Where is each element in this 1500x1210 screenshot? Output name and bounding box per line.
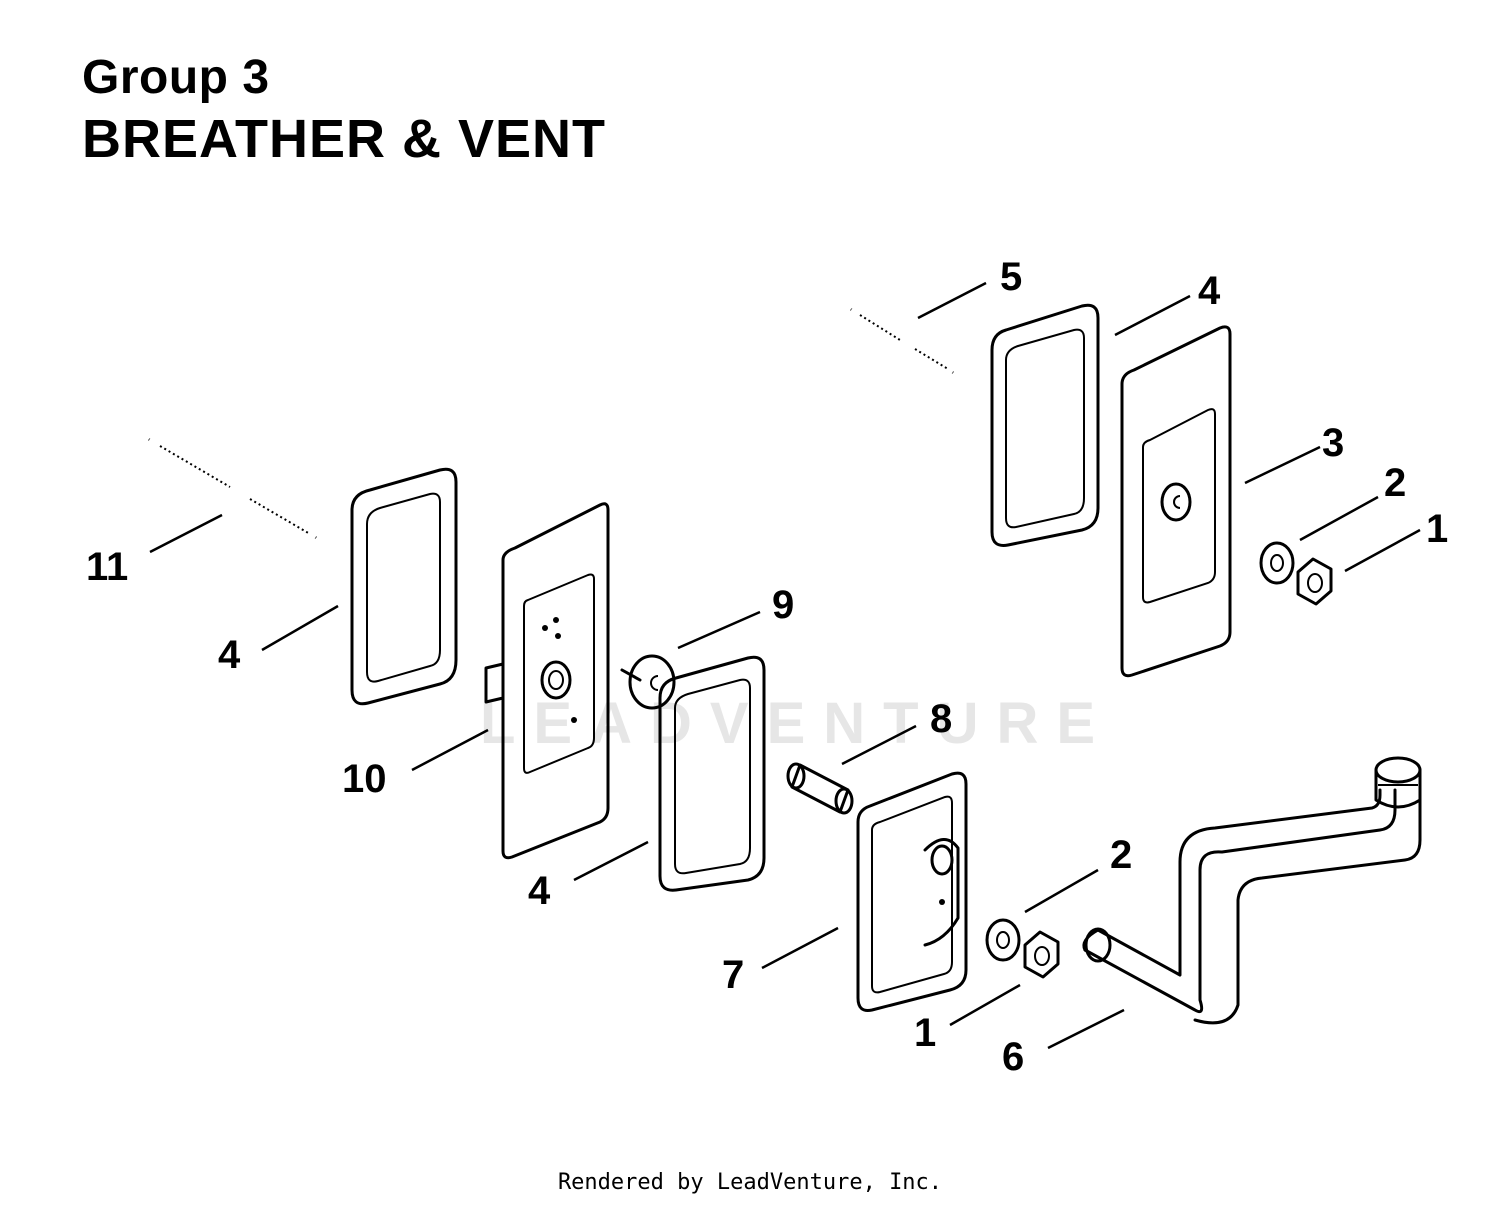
callout-7: 7 — [722, 953, 744, 997]
callout-9: 9 — [772, 583, 794, 627]
section-title: BREATHER & VENT — [82, 109, 607, 169]
stud-long-part — [148, 438, 317, 539]
callout-2-lower: 2 — [1110, 833, 1132, 877]
valve-disc-part — [620, 654, 676, 710]
leader-lines — [149, 281, 1421, 1050]
footer-credit: Rendered by LeadVenture, Inc. — [557, 1170, 943, 1195]
callout-4-center: 4 — [528, 869, 551, 913]
nut-lower-part — [1023, 930, 1060, 979]
callout-5: 5 — [1000, 255, 1022, 299]
gasket-center-part — [658, 655, 766, 892]
callout-2-upper: 2 — [1384, 461, 1406, 505]
sleeve-part — [786, 762, 854, 815]
callout-4-upper: 4 — [1198, 269, 1221, 313]
callout-11: 11 — [86, 545, 128, 589]
group-title: Group 3 — [82, 51, 270, 104]
breather-plate-part — [484, 502, 610, 860]
title-block: Group 3 BREATHER & VENT — [82, 48, 606, 170]
callout-10: 10 — [342, 757, 387, 801]
callout-4-left: 4 — [218, 633, 241, 677]
callout-1-upper: 1 — [1426, 507, 1448, 551]
callout-6: 6 — [1002, 1035, 1024, 1079]
stud-short-part — [850, 308, 954, 374]
washer-upper-part — [1259, 541, 1295, 585]
callout-3: 3 — [1322, 421, 1344, 465]
nut-upper-part — [1296, 557, 1333, 606]
washer-lower-part — [985, 918, 1021, 962]
gasket-upper-part — [990, 303, 1100, 547]
cover-plate-part — [856, 771, 968, 1012]
callout-1-lower: 1 — [914, 1011, 936, 1055]
breather-cover-part — [1120, 325, 1232, 678]
watermark: LEADVENTURE — [480, 691, 1114, 756]
callout-8: 8 — [930, 697, 952, 741]
gasket-left-part — [350, 467, 458, 706]
vent-tube-part — [1082, 756, 1422, 1025]
